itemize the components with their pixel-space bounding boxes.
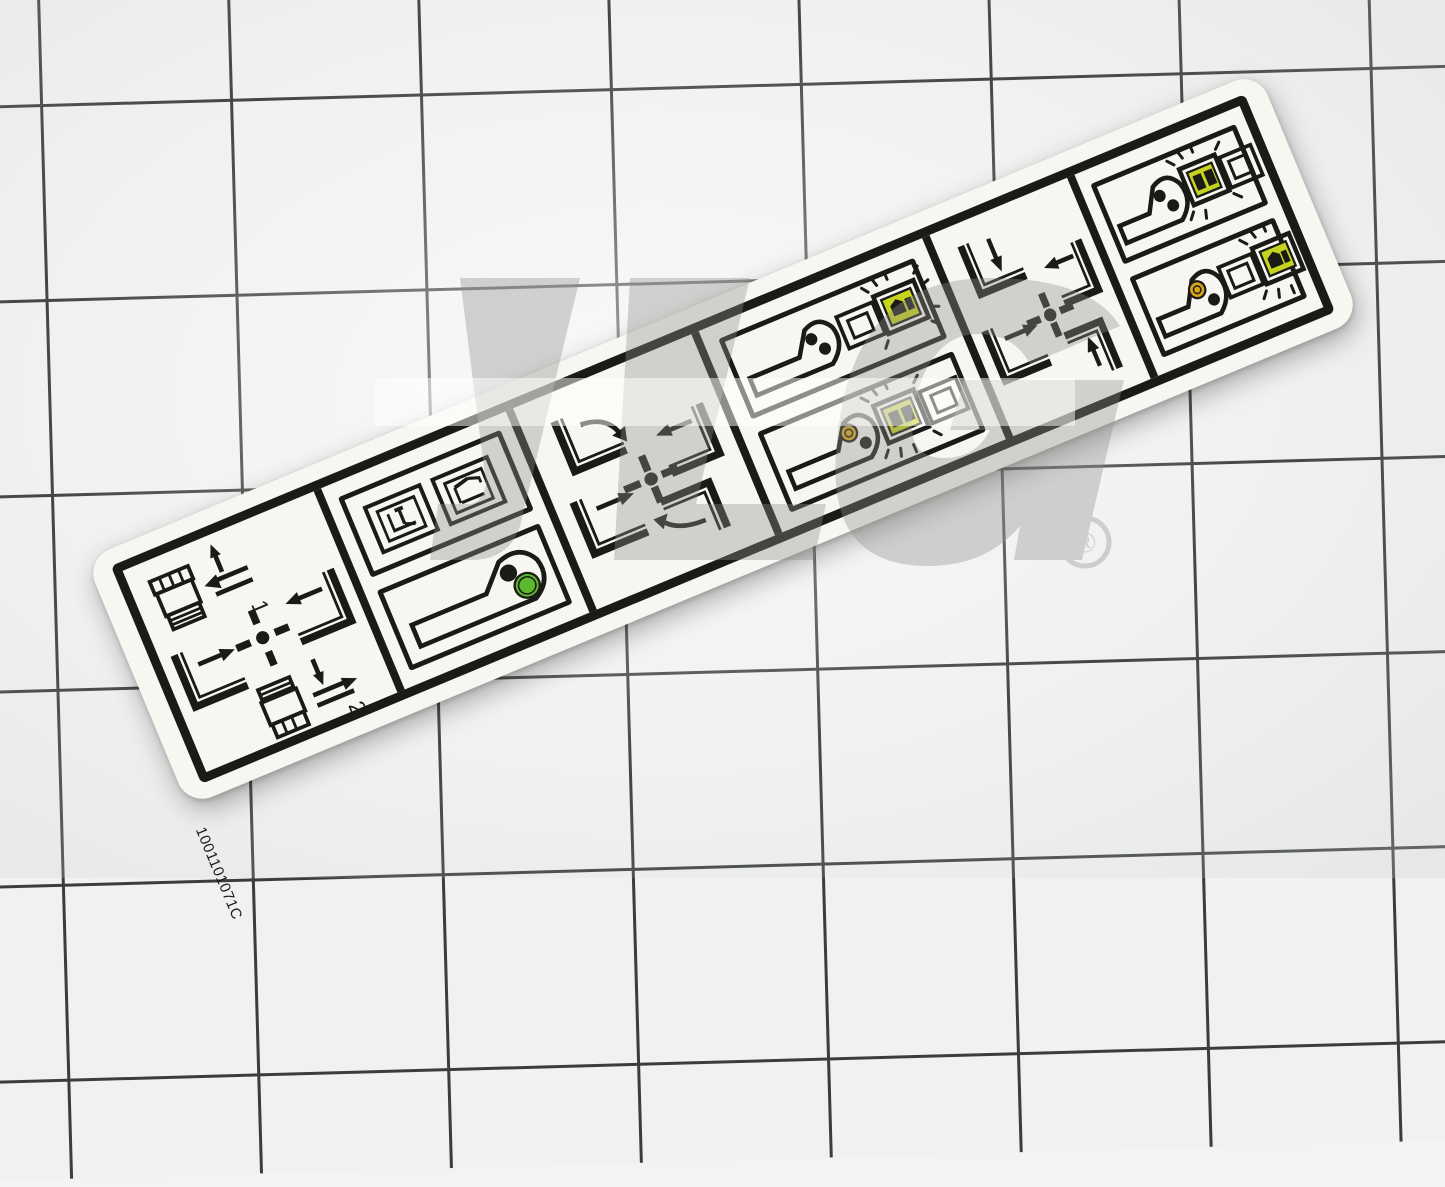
arrow-right-lower-left [196,649,235,667]
straight-arrow-left [1043,253,1074,269]
outrigger-leg-top-left [550,417,628,477]
outrigger-leg-top-right [668,401,725,477]
fob-outline [746,319,841,399]
fob-dot-upper [804,333,817,346]
unlit-square-indicator [1214,251,1265,300]
fob-outline [784,412,880,492]
outrigger-leg-bottom-right [1062,316,1123,372]
hydraulic-fitting-icon-2 [255,674,311,740]
fob-outline [1115,175,1189,247]
boxed-machine-icon-right [428,454,508,527]
arrow-left-upper-right [284,586,323,605]
outrigger-leg-bottom-right [659,477,732,531]
remote-fob-cell [376,522,573,671]
panel-machine-select-and-remote [320,408,597,690]
fob-dot [858,436,871,449]
remote-key-fob-with-green-button [408,549,547,649]
boxed-machine-icon-left [361,482,440,556]
panel-outrigger-leveling-hydraulics: 1 [122,488,405,773]
lit-indicator-with-rays [1164,140,1243,222]
fob-dot [1207,293,1219,306]
lit-indicator-with-rays [1237,222,1306,300]
panel-4-row-1 [717,257,948,420]
fitting-2-direction-arrows [309,658,357,708]
fitting-2-number: 2 [343,697,371,718]
outrigger-leg-top-right [1060,238,1103,308]
fob-outline [1154,268,1228,340]
hydraulic-fitting-icon-1 [146,563,207,632]
panel-outrigger-extend-straight-arrows [928,174,1158,437]
lit-indicator-with-rays [859,264,941,351]
unlit-square-indicator [1215,142,1265,191]
panel-5-artwork [956,238,1123,386]
outrigger-leg-bottom-left [569,498,650,559]
straight-arrow-down [985,238,1001,272]
unlit-square-indicator [833,300,888,352]
panel-3-artwork [550,401,732,559]
fob-amber-button [1186,279,1206,300]
panel-outrigger-retract-rotating-arrows [513,330,783,610]
crosshair-level-icon [1025,292,1074,338]
outrigger-leg-top-right [297,567,357,646]
straight-arrow-left [655,418,693,436]
fob-dot-lower [818,342,831,356]
machine-icon-row [337,429,534,579]
outrigger-leg-bottom-left [170,651,249,712]
fob-dot-lower [1166,199,1179,212]
crosshair-level-icon [234,608,290,667]
fob-dot [499,563,517,582]
straight-arrow-up [1086,336,1102,367]
panel-6-row-2 [1128,216,1308,358]
fob-dot-upper [1153,190,1165,203]
panel-remote-indicator-status-pair-2 [1074,106,1323,376]
curved-arrow-left [653,513,707,530]
fitting-1-direction-arrows [204,544,254,597]
panel-6-row-1 [1089,124,1269,266]
outrigger-leg-top-left [956,243,1027,300]
panel-1-artwork: 1 [146,544,371,740]
